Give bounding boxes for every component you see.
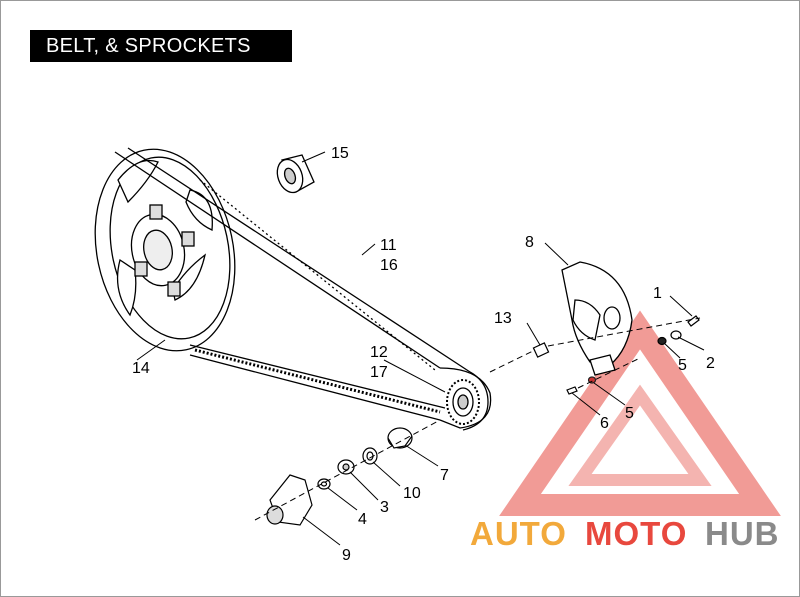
callout-9: 9 [342, 547, 351, 564]
callout-16: 16 [380, 257, 398, 274]
diagram-title: BELT, & SPROCKETS [30, 30, 292, 62]
callout-11: 11 [380, 237, 397, 254]
rear-sprocket [94, 148, 236, 352]
callout-6: 6 [600, 415, 609, 432]
callout-4: 4 [358, 511, 367, 528]
watermark-auto: AUTO [470, 515, 567, 552]
front-sprocket [446, 379, 480, 425]
callout-14: 14 [132, 360, 150, 377]
watermark-logo [499, 310, 781, 516]
callout-5-upper: 5 [678, 357, 687, 374]
callout-12: 12 [370, 344, 388, 361]
bearing [276, 154, 315, 194]
callout-2: 2 [706, 355, 715, 372]
callout-10: 10 [403, 485, 421, 502]
callout-8: 8 [525, 234, 534, 251]
callout-15: 15 [331, 145, 349, 162]
callout-5-lower: 5 [625, 405, 634, 422]
callout-7: 7 [440, 467, 449, 484]
callout-1: 1 [653, 285, 662, 302]
callout-3: 3 [380, 499, 389, 516]
drive-belt [114, 147, 492, 431]
callout-13: 13 [494, 310, 512, 327]
watermark-moto: MOTO [585, 515, 687, 552]
callout-17: 17 [370, 364, 388, 381]
watermark-hub: HUB [705, 515, 780, 552]
leader-lines [136, 151, 705, 546]
assembly-lines [254, 317, 701, 521]
